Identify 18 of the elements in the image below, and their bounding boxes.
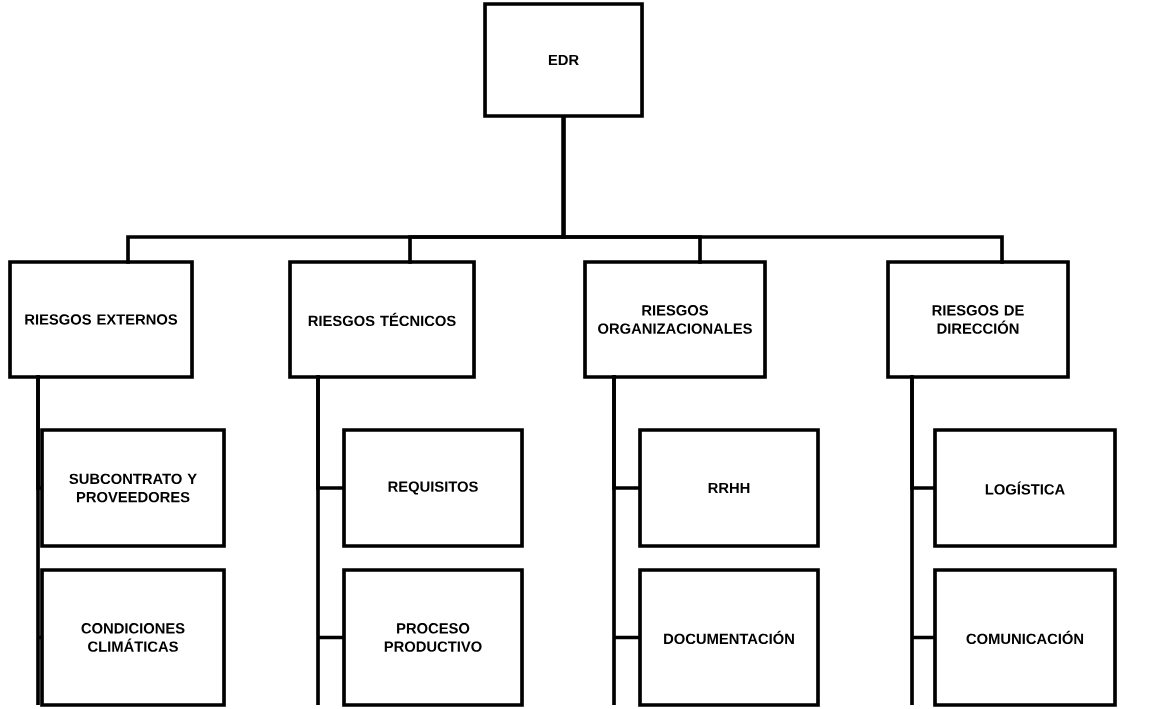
box: SUBCONTRATO Y PROVEEDORES — [40, 428, 226, 548]
box: DOCUMENTACIÓN — [638, 568, 820, 707]
connector-line — [36, 375, 42, 707]
box: RRHH — [638, 428, 820, 548]
box: LOGÍSTICA — [933, 428, 1117, 548]
box: EDR — [483, 2, 644, 118]
box: RIESGOS EXTERNOS — [8, 260, 194, 379]
box: RIESGOS DE DIRECCIÓN — [886, 260, 1070, 379]
box: RIESGOS TÉCNICOS — [288, 260, 476, 379]
connector-line — [910, 375, 935, 707]
connector-line — [561, 116, 1004, 264]
connector-line — [612, 375, 640, 707]
connector-line — [316, 375, 344, 707]
box: COMUNICACIÓN — [933, 568, 1117, 707]
box: PROCESO PRODUCTIVO — [342, 568, 524, 707]
box: RIESGOS ORGANIZACIONALES — [583, 260, 767, 379]
box: CONDICIONES CLIMÁTICAS — [40, 568, 226, 707]
box: REQUISITOS — [342, 428, 524, 548]
